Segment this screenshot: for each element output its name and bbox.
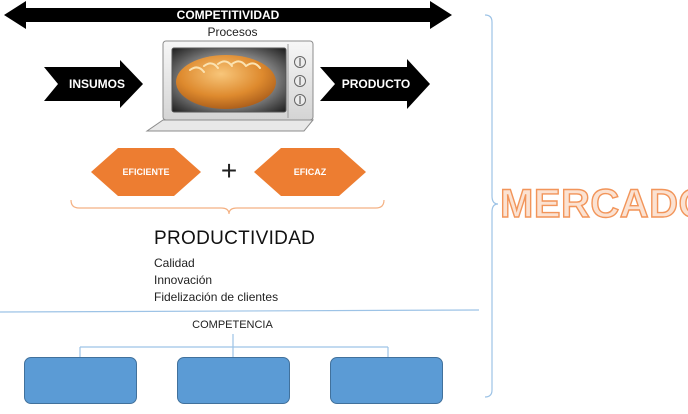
insumos-label: INSUMOS [68,77,125,91]
plus-sign: + [220,155,238,186]
competitividad-label: COMPETITIVIDAD [176,8,280,22]
eficaz-label: EFICAZ [293,167,327,177]
competencia-box [24,357,137,404]
list-item: Innovación [154,273,213,287]
productividad-list: Calidad Innovación Fidelización de clien… [154,255,278,306]
procesos-label: Procesos [207,25,258,39]
producto-label: PRODUCTO [341,77,411,91]
competencia-box [330,357,443,404]
eficiente-label: EFICIENTE [122,167,170,177]
list-item: Fidelización de clientes [154,290,279,304]
competencia-label: COMPETENCIA [192,319,273,331]
mercado-label: MERCADO [499,181,688,226]
competencia-box [177,357,290,404]
list-item: Calidad [154,256,195,270]
productividad-title: PRODUCTIVIDAD [154,228,316,249]
